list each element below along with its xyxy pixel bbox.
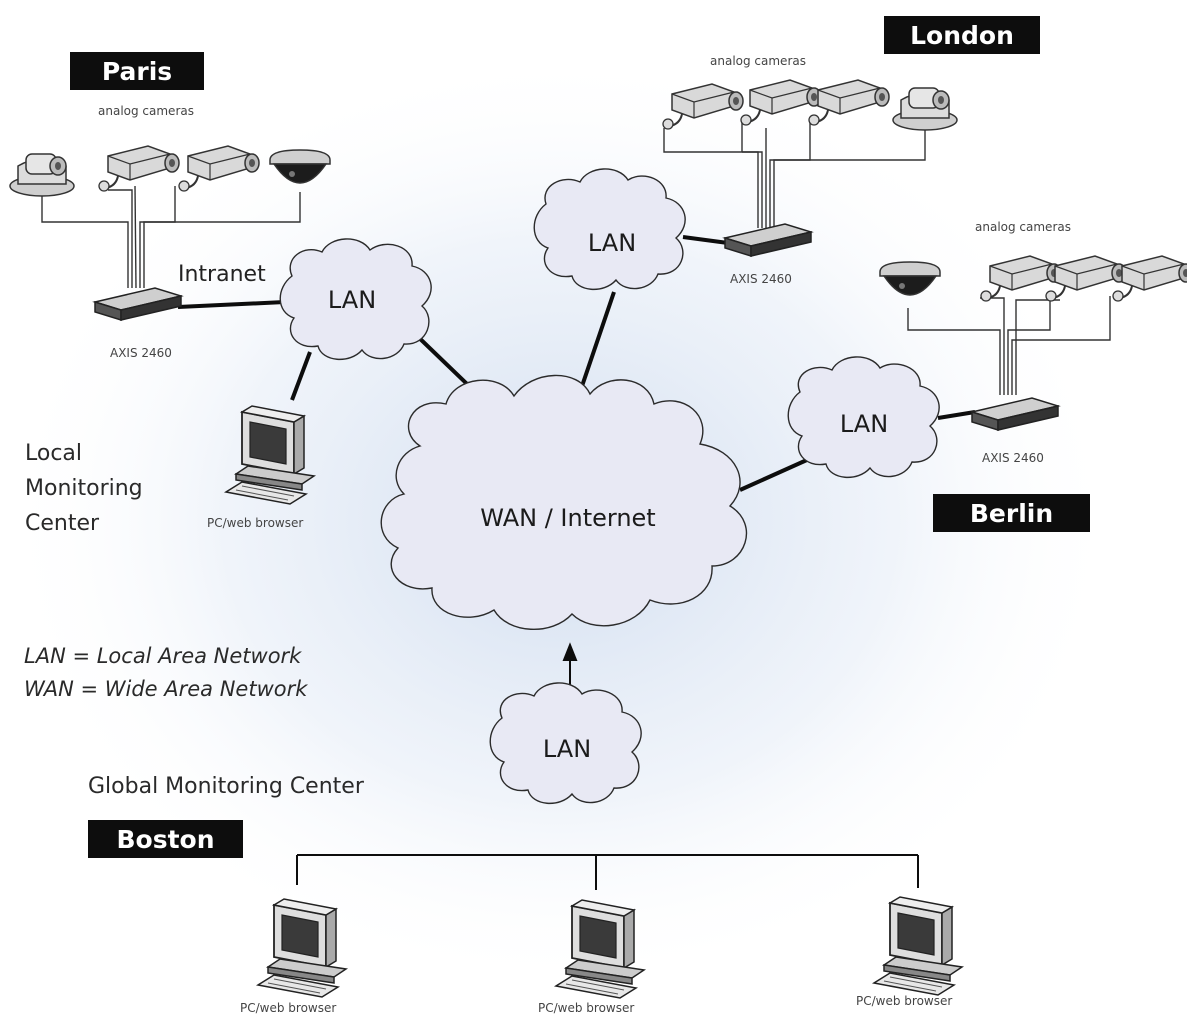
intranet-label: Intranet [178,262,266,287]
local-line-1: Local [25,441,83,466]
analog-cameras-label-paris: analog cameras [98,104,194,118]
global-monitoring-center-label: Global Monitoring Center [88,774,364,799]
axis-label-berlin: AXIS 2460 [982,451,1044,465]
link-paris-axis-lan [177,300,286,309]
local-line-3: Center [25,511,100,536]
link-london-lan-axis [682,235,729,245]
camera-icon [1112,255,1187,302]
camera-icon [98,145,180,192]
analog-cameras-label-london: analog cameras [710,54,806,68]
link-london-lan-wan [578,291,616,393]
local-line-2: Monitoring [25,476,143,501]
london-cables [663,120,926,228]
axis-label-paris: AXIS 2460 [110,346,172,360]
pc-icon [873,896,963,996]
lan-label-boston: LAN [542,735,592,763]
wan-label: WAN / Internet [480,504,656,532]
legend-wan: WAN = Wide Area Network [24,677,308,701]
pc-label-boston-2: PC/web browser [538,1001,635,1015]
local-monitoring-center-label: Local Monitoring Center [25,436,143,541]
lan-label-london: LAN [587,229,637,257]
cloud-lan-london [533,168,686,290]
boston-links [296,642,919,890]
paris-cables [41,185,301,289]
cloud-lan-boston [489,682,642,804]
analog-cameras-label-berlin: analog cameras [975,220,1071,234]
city-label-paris: Paris [70,52,204,90]
pc-label-boston-3: PC/web browser [856,994,953,1008]
pc-label-boston-1: PC/web browser [240,1001,337,1015]
clouds [279,168,940,804]
link-berlin-lan-axis [937,410,976,420]
lan-label-paris: LAN [327,286,377,314]
cloud-wan [380,374,748,631]
uplink-arrow [562,642,578,661]
link-paris-lan-pc [290,351,312,401]
city-label-boston: Boston [88,820,243,858]
city-label-berlin: Berlin [933,494,1090,532]
cloud-lan-paris [279,238,432,360]
cloud-lan-berlin [787,356,940,478]
axis-label-london: AXIS 2460 [730,272,792,286]
network-links [177,235,976,492]
legend-lan: LAN = Local Area Network [24,644,302,668]
link-berlin-lan-wan [739,453,819,492]
berlin-cables [907,296,1111,395]
city-label-london: London [884,16,1040,54]
pc-label-paris: PC/web browser [207,516,304,530]
ptz-camera-icon [892,87,958,131]
ptz-camera-icon [9,153,75,197]
lan-label-berlin: LAN [839,410,889,438]
